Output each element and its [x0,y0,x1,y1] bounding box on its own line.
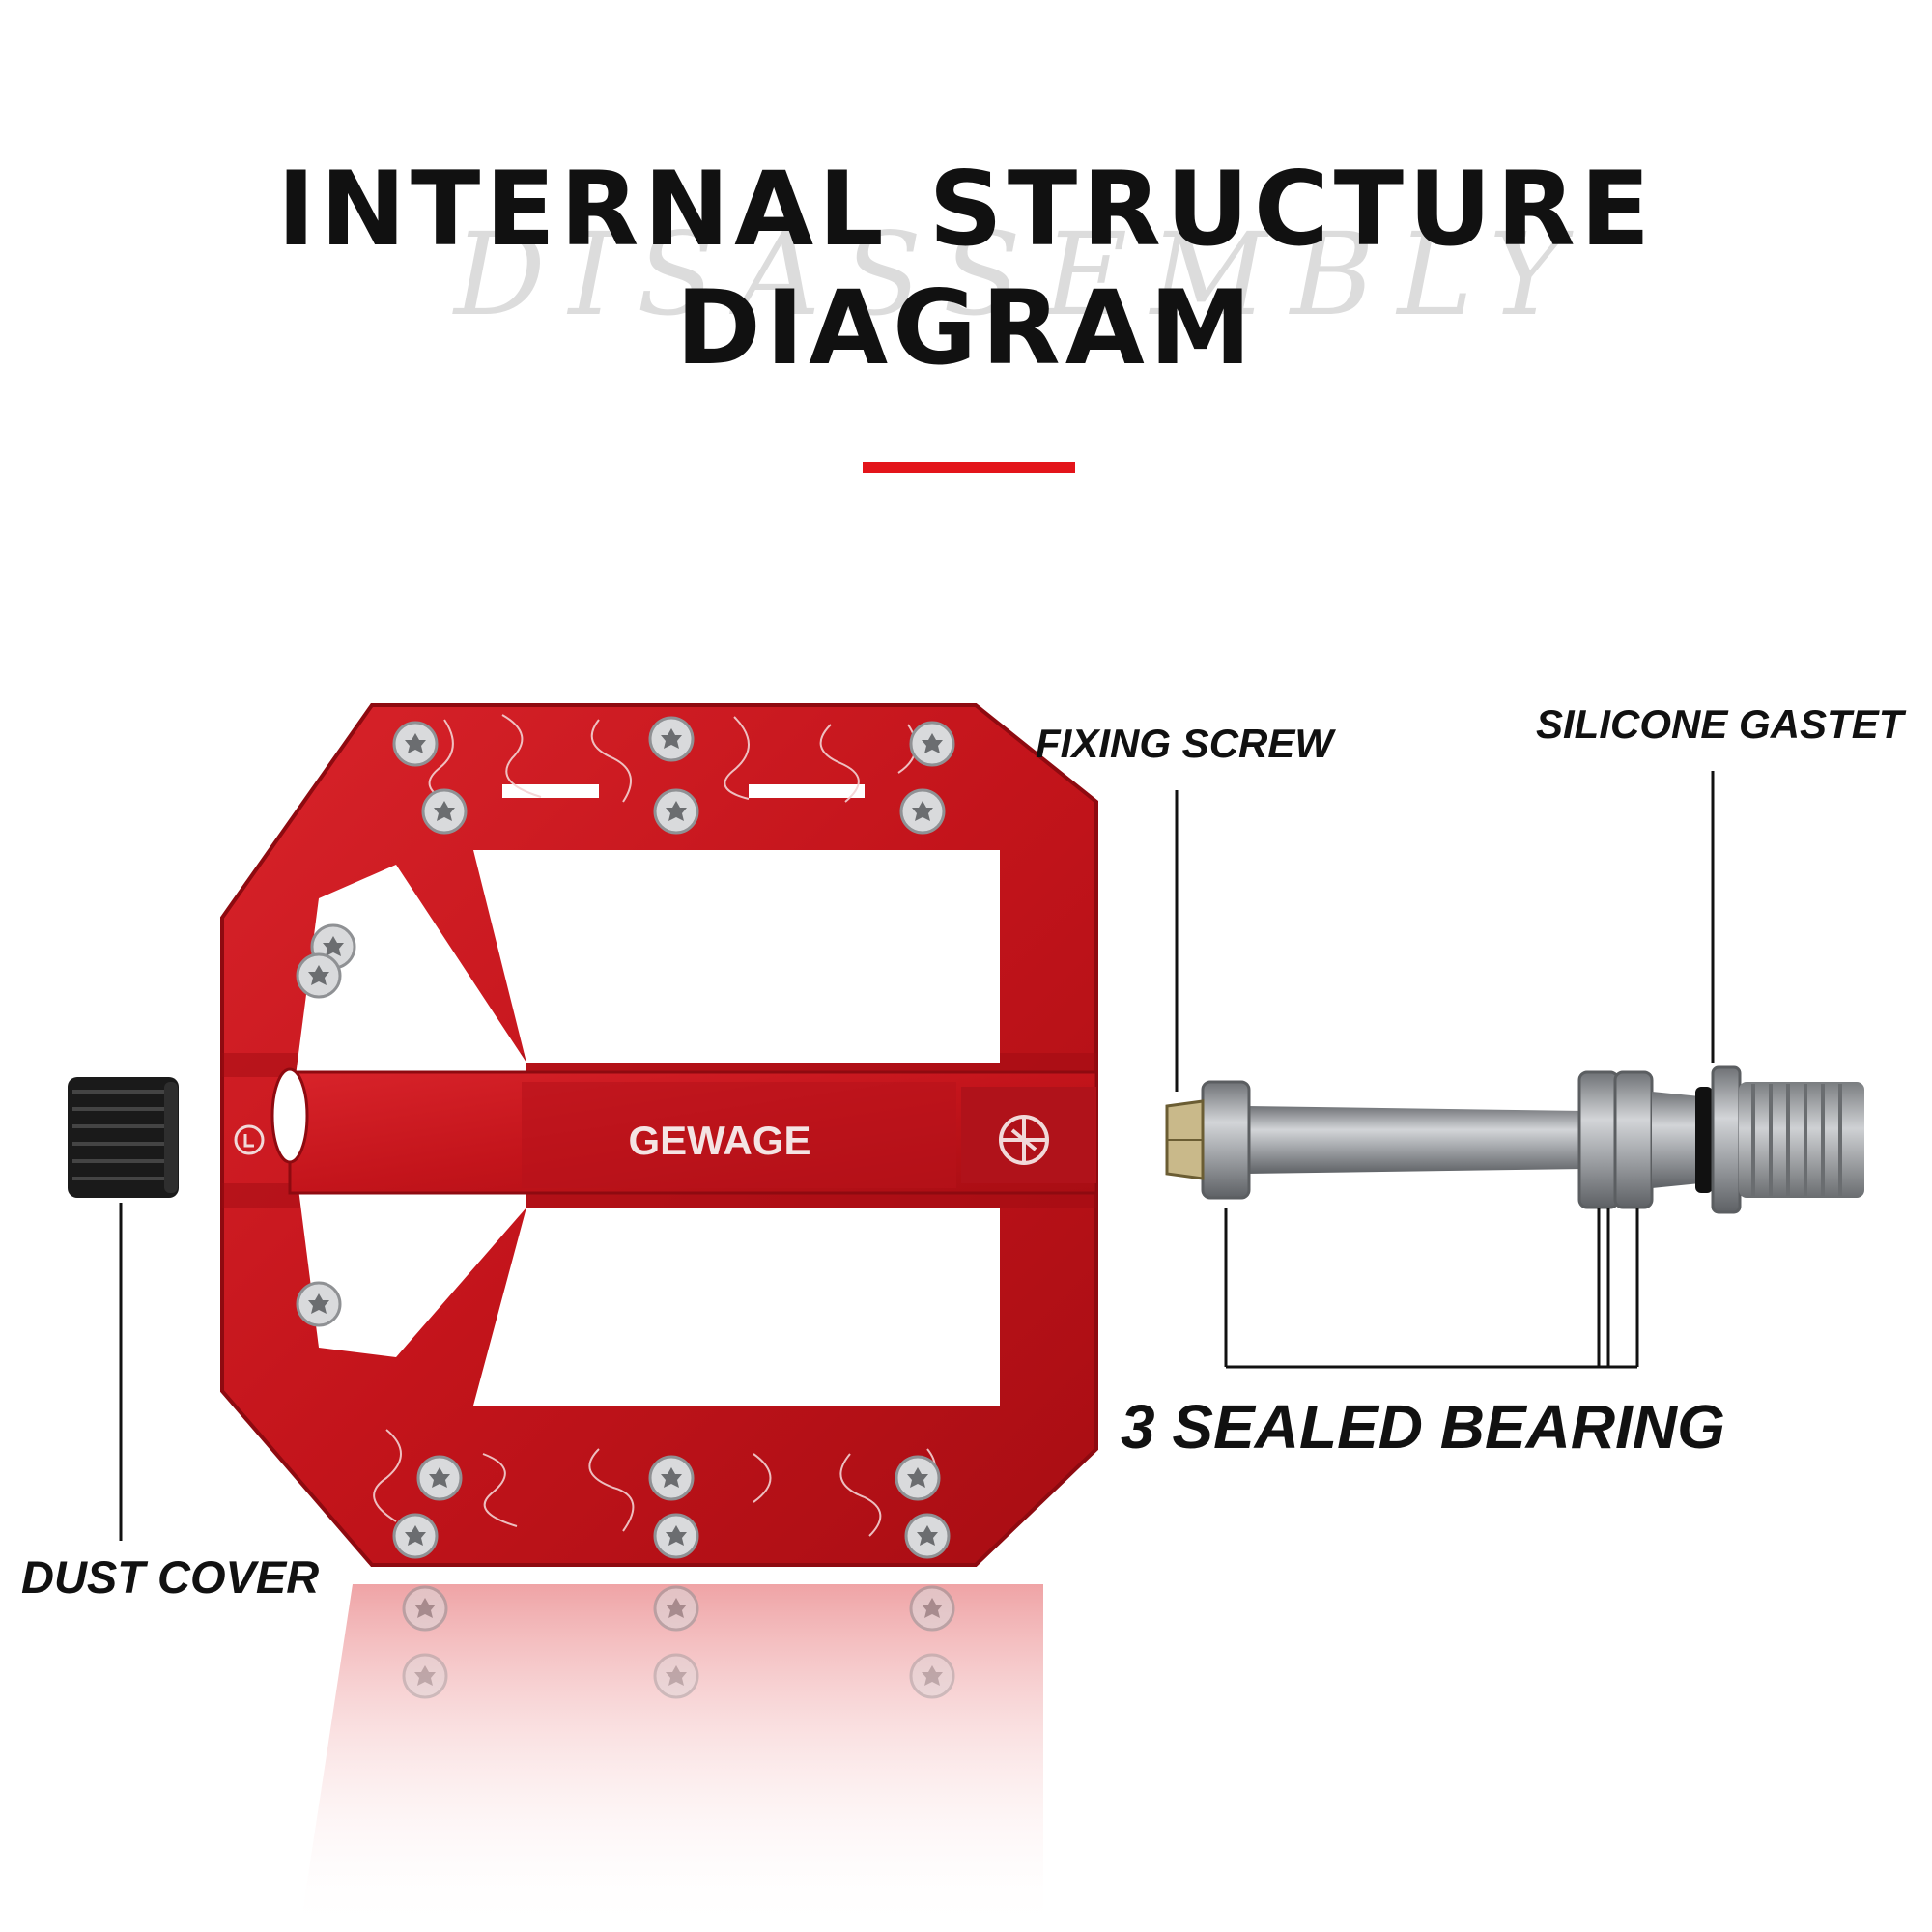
bearing-1 [1201,1080,1251,1200]
pedal-body [220,703,1098,1567]
axle-thread [1739,1082,1864,1198]
pedal-cutout-upper [473,850,1000,1063]
pedal-reflection [299,1584,1043,1932]
fixing-screw-label: FIXING SCREW [1036,721,1334,766]
sealed-bearing-label: 3 SEALED BEARING [1121,1392,1725,1462]
title-underline [863,462,1075,473]
bearing-bracket [1224,1208,1639,1369]
topographic-pattern [373,714,936,1537]
gewage-emblem-icon [999,1115,1049,1165]
disassembly-script-watermark: DISASSEMBLY [454,208,1588,341]
silicone-gasket-label: SILICONE GASTET [1536,701,1904,747]
silicone-gasket [1695,1087,1713,1193]
bearing-2 [1577,1070,1620,1209]
bearing-3 [1613,1070,1654,1209]
left-pedal-mark-icon [234,1124,265,1155]
diagram-title: INTERNAL STRUCTURE DIAGRAM [276,150,1656,387]
dust-cover-label: DUST COVER [21,1551,320,1603]
axle-shaft [1246,1106,1584,1174]
pedal-cutout-lower [473,1208,1000,1406]
pedal-brand-text: GEWAGE [628,1118,810,1163]
dust-cover [68,1077,179,1198]
axle-assembly [1165,1065,1864,1214]
